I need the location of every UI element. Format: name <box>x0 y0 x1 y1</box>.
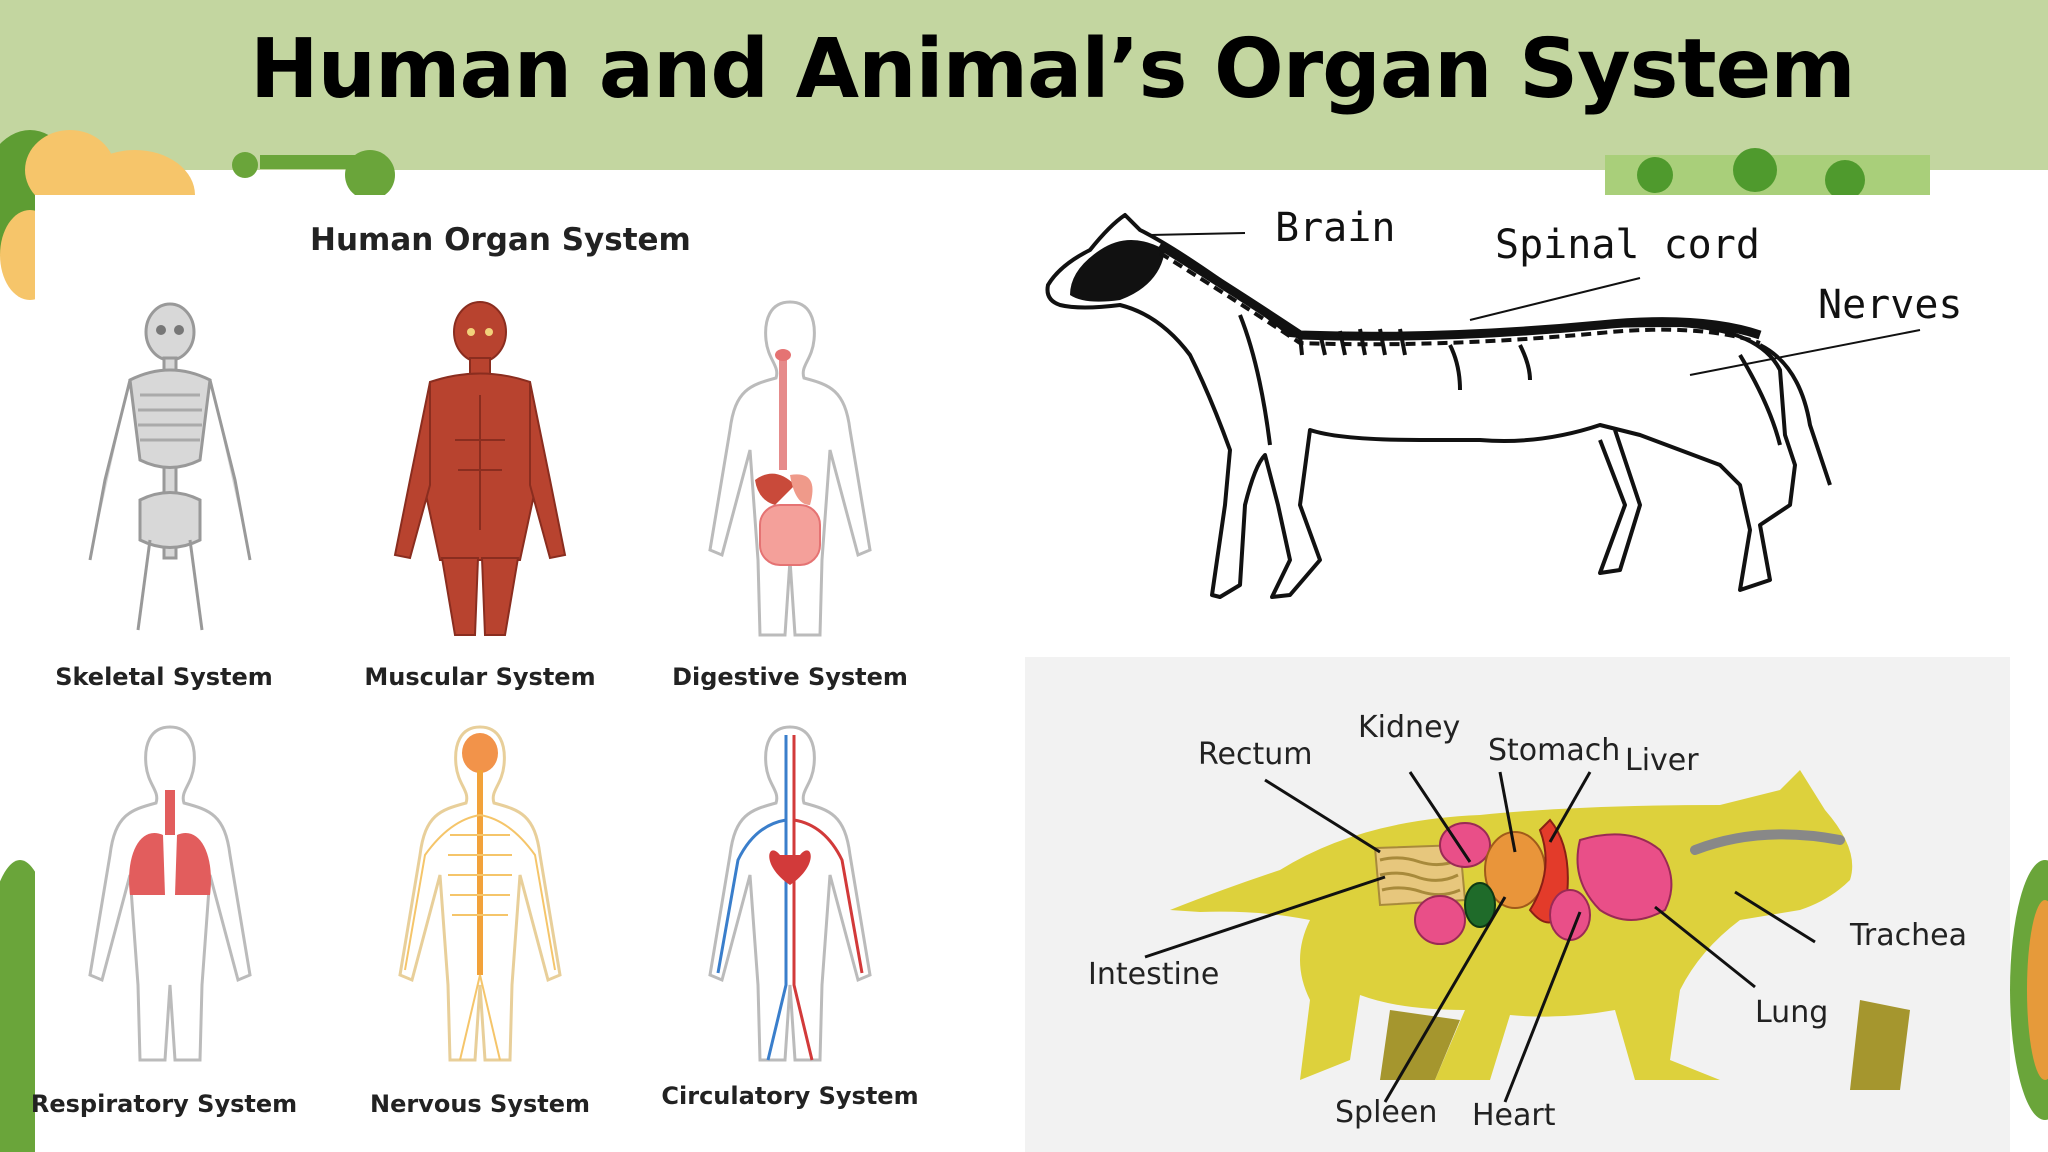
nervous-figure <box>398 725 562 1062</box>
horse-leader-lines <box>1149 232 1921 376</box>
title-banner <box>0 0 2048 170</box>
human-panel-title: Human Organ System <box>310 222 691 258</box>
cat-label-stomach: Stomach <box>1488 733 1621 768</box>
system-label-muscular: Muscular System <box>364 663 596 691</box>
respiratory-figure <box>88 725 252 1062</box>
cat-label-trachea: Trachea <box>1850 918 1967 953</box>
system-label-circulatory: Circulatory System <box>661 1082 919 1110</box>
horse-label-nerves: Nerves <box>1818 282 1963 328</box>
horse-label-spinal-cord: Spinal cord <box>1495 222 1760 268</box>
muscle-figure <box>393 301 567 636</box>
leaf-decoration-right <box>2010 860 2048 1120</box>
circulatory-figure <box>708 725 872 1062</box>
cat-label-lung: Lung <box>1755 995 1829 1030</box>
cat-drawing <box>1170 770 1910 1090</box>
digestive-figure <box>708 300 872 637</box>
flower-decoration <box>0 130 395 300</box>
system-label-digestive: Digestive System <box>672 663 908 691</box>
cat-label-rectum: Rectum <box>1198 737 1313 772</box>
system-label-skeletal: Skeletal System <box>55 663 273 691</box>
cat-label-intestine: Intestine <box>1088 957 1220 992</box>
horse-label-brain: Brain <box>1275 205 1396 251</box>
cat-label-spleen: Spleen <box>1335 1095 1438 1130</box>
cat-label-heart: Heart <box>1472 1098 1556 1133</box>
dots-decoration-right <box>1605 148 1930 200</box>
skeleton-figure <box>88 302 252 631</box>
cat-label-liver: Liver <box>1625 743 1699 778</box>
slide-title: Human and Animal’s Organ System <box>250 22 1856 117</box>
system-label-respiratory: Respiratory System <box>30 1090 298 1118</box>
cat-label-kidney: Kidney <box>1358 710 1461 745</box>
human-organ-panel <box>35 195 1020 1152</box>
cat-leader-lines <box>1144 771 1816 1103</box>
system-label-nervous: Nervous System <box>369 1090 591 1118</box>
